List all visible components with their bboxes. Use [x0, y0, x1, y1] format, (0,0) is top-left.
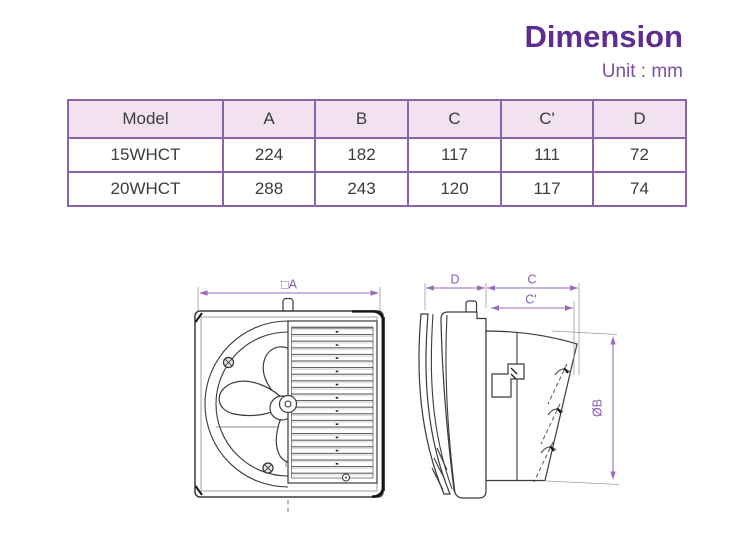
- dimension-c-prime: C': [491, 293, 573, 311]
- table-cell: 182: [314, 137, 409, 173]
- table-cell: 288: [222, 171, 316, 207]
- column-header-model: Model: [67, 99, 224, 139]
- dim-label-d: D: [450, 273, 459, 287]
- front-view: [194, 297, 385, 514]
- dimension-d: D: [426, 273, 485, 291]
- column-header-cprime: C': [500, 99, 594, 139]
- table-cell: 117: [500, 171, 594, 207]
- dimension-a: □A: [197, 278, 381, 311]
- column-header-d: D: [592, 99, 687, 139]
- dimension-b: ØB: [591, 336, 616, 480]
- table-cell: 117: [407, 137, 502, 173]
- table-row: 15WHCT 224 182 117 111 72: [67, 137, 687, 173]
- dimension-c: C: [487, 273, 578, 291]
- extension-lines: [424, 283, 620, 485]
- table-cell: 74: [592, 171, 687, 207]
- technical-drawing: □A: [194, 273, 620, 514]
- table-cell: 111: [500, 137, 594, 173]
- table-header-row: Model A B C C' D: [67, 99, 687, 139]
- table-cell: 243: [314, 171, 409, 207]
- dim-label-c-prime: C': [525, 293, 536, 307]
- motor-bracket: [491, 363, 525, 398]
- unit-label: Unit : mm: [601, 60, 683, 82]
- title-block: Dimension Unit : mm: [524, 19, 683, 83]
- dim-label-b: ØB: [591, 399, 605, 417]
- column-header-b: B: [314, 99, 409, 139]
- table-cell: 224: [222, 137, 316, 173]
- side-view: D C C' ØB: [418, 273, 620, 499]
- louver-panel: [287, 320, 378, 484]
- blade-tips: [533, 363, 571, 483]
- body-cone: [485, 330, 578, 482]
- column-header-a: A: [222, 99, 316, 139]
- table-cell-model: 20WHCT: [67, 171, 224, 207]
- table-cell: 120: [407, 171, 502, 207]
- frame-shadow-edges: [194, 310, 385, 498]
- table-cell-model: 15WHCT: [67, 137, 224, 173]
- table-row: 20WHCT 288 243 120 117 74: [67, 171, 687, 207]
- side-knob: [465, 300, 478, 314]
- bell-mouth-and-blades: [204, 320, 288, 488]
- dimension-table: Model A B C C' D 15WHCT 224 182 117 111 …: [67, 99, 687, 207]
- dim-label-a: □A: [281, 278, 298, 292]
- fan-hub: [278, 394, 298, 414]
- front-panel-profile: [440, 311, 487, 499]
- shutter-profile: [418, 313, 453, 495]
- table-cell: 72: [592, 137, 687, 173]
- dim-label-c: C: [527, 273, 536, 287]
- page-title: Dimension: [524, 19, 683, 54]
- column-header-c: C: [407, 99, 502, 139]
- screws: [222, 356, 350, 482]
- fan-knob: [282, 297, 294, 313]
